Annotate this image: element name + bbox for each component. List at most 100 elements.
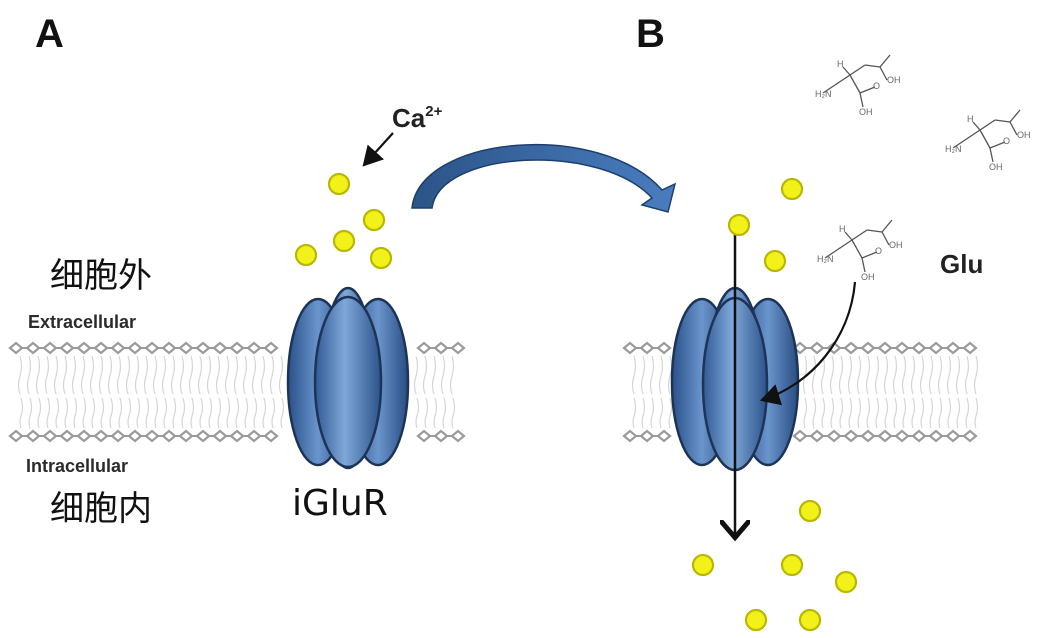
lipid-tail [946, 355, 952, 429]
extracellular-cn-label: 细胞外 [50, 256, 152, 296]
lipid-tail [80, 355, 87, 429]
calcium-ion [798, 499, 822, 523]
lipid-head [178, 341, 194, 355]
atom-label: H₂N [945, 144, 962, 154]
calcium-ion [369, 246, 393, 270]
lipid-tail [62, 355, 69, 429]
lipid-head [195, 341, 211, 355]
atom-label: O [875, 246, 882, 256]
lipid-tail [874, 355, 880, 429]
lipid-head [161, 341, 177, 355]
lipid-head [656, 429, 672, 443]
bond [836, 239, 853, 251]
bond [1009, 109, 1021, 123]
lipid-tail [26, 355, 33, 429]
calcium-pointer-arrow [362, 132, 394, 167]
atom-label: H [967, 114, 974, 124]
lipid-tail [260, 355, 267, 429]
bond [989, 147, 994, 163]
lipid-tail [829, 355, 835, 429]
lipid-head [639, 429, 655, 443]
lipid-head [433, 429, 449, 443]
lipid-tail [440, 355, 447, 429]
calcium-ion [834, 570, 858, 594]
bond [834, 74, 851, 86]
lipid-head [928, 429, 944, 443]
calcium-ion [763, 249, 787, 273]
lipid-head [656, 341, 672, 355]
bond [881, 231, 890, 246]
panel-label-b: B [636, 12, 665, 56]
atom-label: OH [889, 240, 903, 250]
lipid-head [843, 429, 859, 443]
lipid-tail [955, 355, 961, 429]
lipid-tail [431, 355, 438, 429]
lipid-head [962, 341, 978, 355]
atom-label: H [839, 224, 846, 234]
lipid-head [110, 341, 126, 355]
bond [979, 129, 991, 149]
lipid-tail [865, 355, 871, 429]
iglur-receptor-closed [286, 286, 410, 470]
bond [994, 119, 1011, 123]
lipid-tail [233, 355, 240, 429]
lipid-tail [170, 355, 177, 429]
bond [842, 66, 851, 76]
lipid-head [809, 429, 825, 443]
lipid-head [42, 429, 58, 443]
lipid-tail [206, 355, 213, 429]
lipid-head [229, 429, 245, 443]
lipid-tail [188, 355, 195, 429]
bond [964, 129, 981, 141]
calcium-ion [362, 208, 386, 232]
lipid-head [263, 429, 279, 443]
lipid-tail [17, 355, 24, 429]
atom-label: H [837, 59, 844, 69]
bond [989, 141, 1006, 149]
atom-label: OH [1017, 130, 1031, 140]
lipid-head [144, 429, 160, 443]
lipid-head [8, 341, 24, 355]
bond [952, 139, 966, 149]
bond [849, 64, 866, 76]
calcium-ion [798, 608, 822, 632]
lipid-head [622, 429, 638, 443]
lipid-head [860, 429, 876, 443]
lipid-head [59, 341, 75, 355]
lipid-tail [973, 355, 979, 429]
lipid-head [212, 429, 228, 443]
lipid-tail [928, 355, 934, 429]
lipid-head [843, 341, 859, 355]
lipid-tail [964, 355, 970, 429]
lipid-head [144, 341, 160, 355]
atom-label: OH [887, 75, 901, 85]
lipid-tail [98, 355, 105, 429]
lipid-head [195, 429, 211, 443]
lipid-head [877, 341, 893, 355]
lipid-tail [44, 355, 51, 429]
glutamate-binding-arrow [759, 281, 857, 406]
lipid-tail [278, 355, 285, 429]
lipid-tail [649, 355, 655, 429]
lipid-tail [215, 355, 222, 429]
bond [824, 249, 838, 259]
bond [861, 251, 878, 259]
lipid-tail [134, 355, 141, 429]
receptor-label: iGluR [292, 483, 388, 524]
lipid-tail [422, 355, 429, 429]
bond [859, 86, 876, 94]
lipid-head [127, 341, 143, 355]
lipid-head [93, 429, 109, 443]
atom-label: H₂N [817, 254, 834, 264]
lipid-tail [856, 355, 862, 429]
calcium-ion [780, 553, 804, 577]
panel-label-a: A [35, 12, 64, 56]
lipid-head [76, 429, 92, 443]
membrane-b [622, 341, 979, 443]
lipid-tail [224, 355, 231, 429]
bond [881, 219, 893, 233]
lipid-head [8, 429, 24, 443]
bond [844, 231, 853, 241]
